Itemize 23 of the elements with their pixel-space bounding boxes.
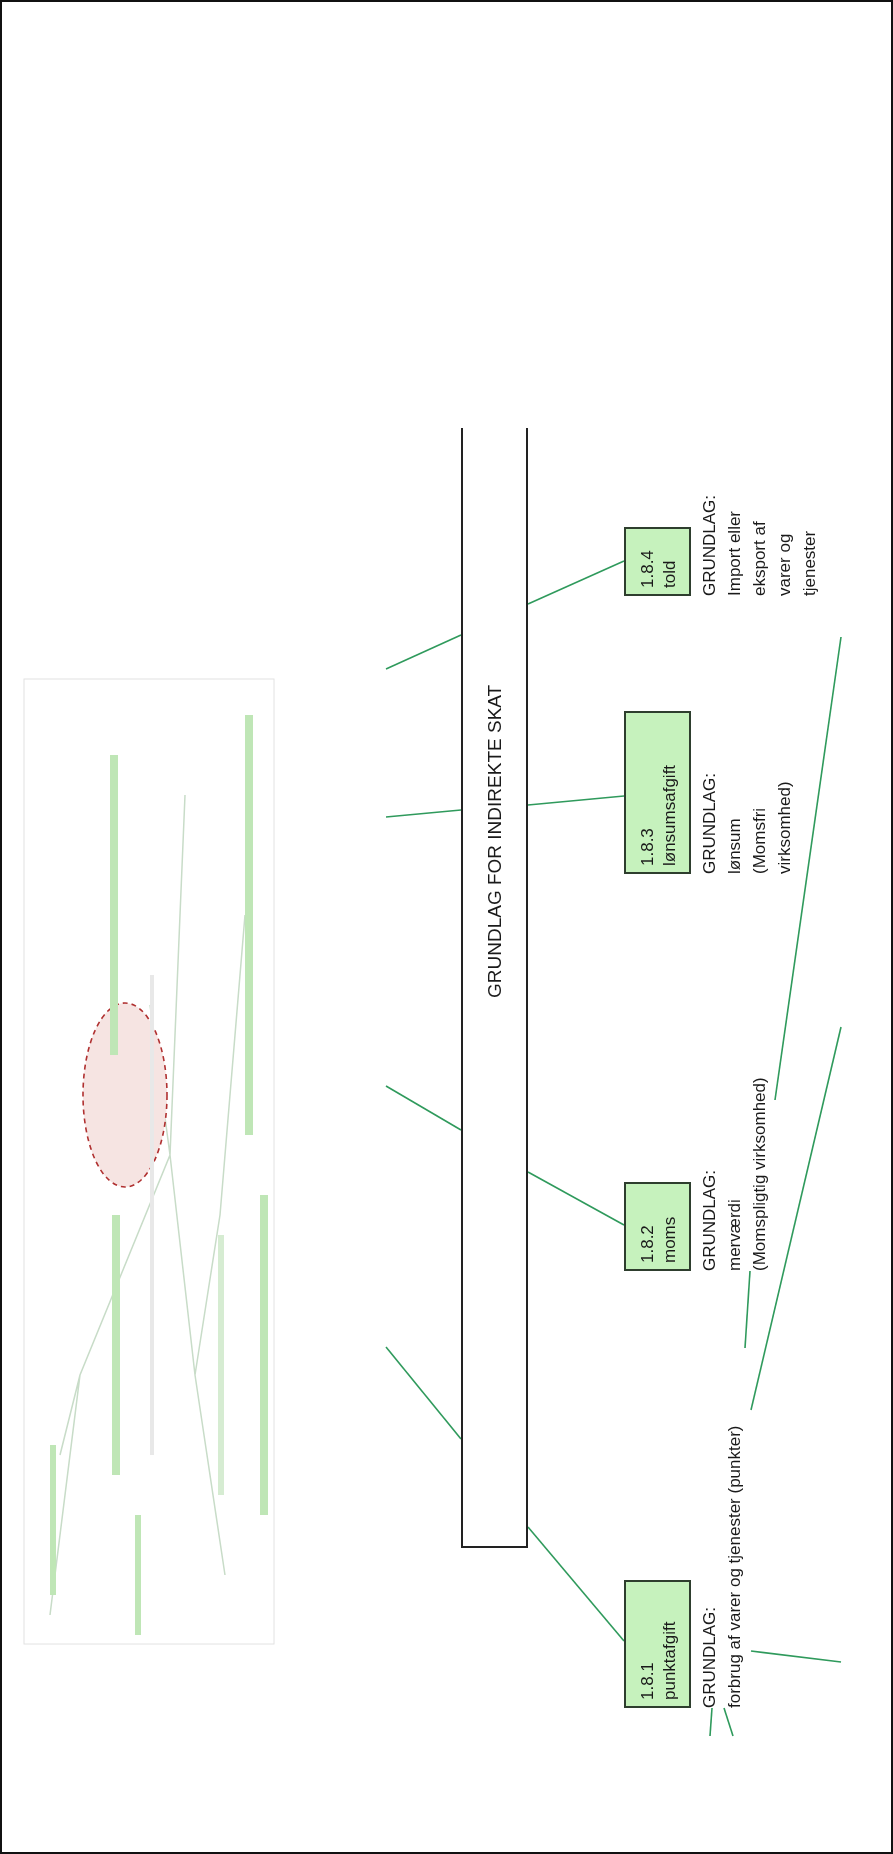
connector-line [385, 809, 462, 818]
connector-line [385, 1085, 462, 1131]
basis-text: GRUNDLAG: Import eller eksport af varer og tjenester [697, 481, 827, 596]
connector-line [527, 1171, 625, 1226]
tax-box: 1.8.3 lønsumsafgift [624, 711, 691, 874]
connector-line [709, 1707, 713, 1737]
connector-line [750, 1026, 842, 1411]
connector-line [527, 1526, 625, 1642]
connector-line [527, 560, 625, 605]
connector-line [527, 795, 625, 806]
tax-box: 1.8.1 punktafgift [624, 1580, 691, 1708]
tax-box: 1.8.2 moms [624, 1182, 691, 1271]
connector-line [774, 636, 842, 1101]
connector-line [750, 1650, 842, 1663]
tax-box: 1.8.4 told [624, 527, 691, 596]
connector-line [723, 1707, 734, 1737]
basis-text: GRUNDLAG: merværdi (Momspligtig virksomhed) [697, 1056, 775, 1271]
basis-text: GRUNDLAG: forbrug af varer og tjenester (punkter) [697, 1348, 751, 1708]
connector-line [385, 634, 462, 670]
connector-line [744, 1270, 751, 1349]
basis-text: GRUNDLAG: lønsum (Momsfri virksomhed) [697, 756, 797, 874]
category-bar: GRUNDLAG FOR INDIREKTE SKAT [461, 428, 528, 1548]
connector-line [385, 1346, 462, 1440]
